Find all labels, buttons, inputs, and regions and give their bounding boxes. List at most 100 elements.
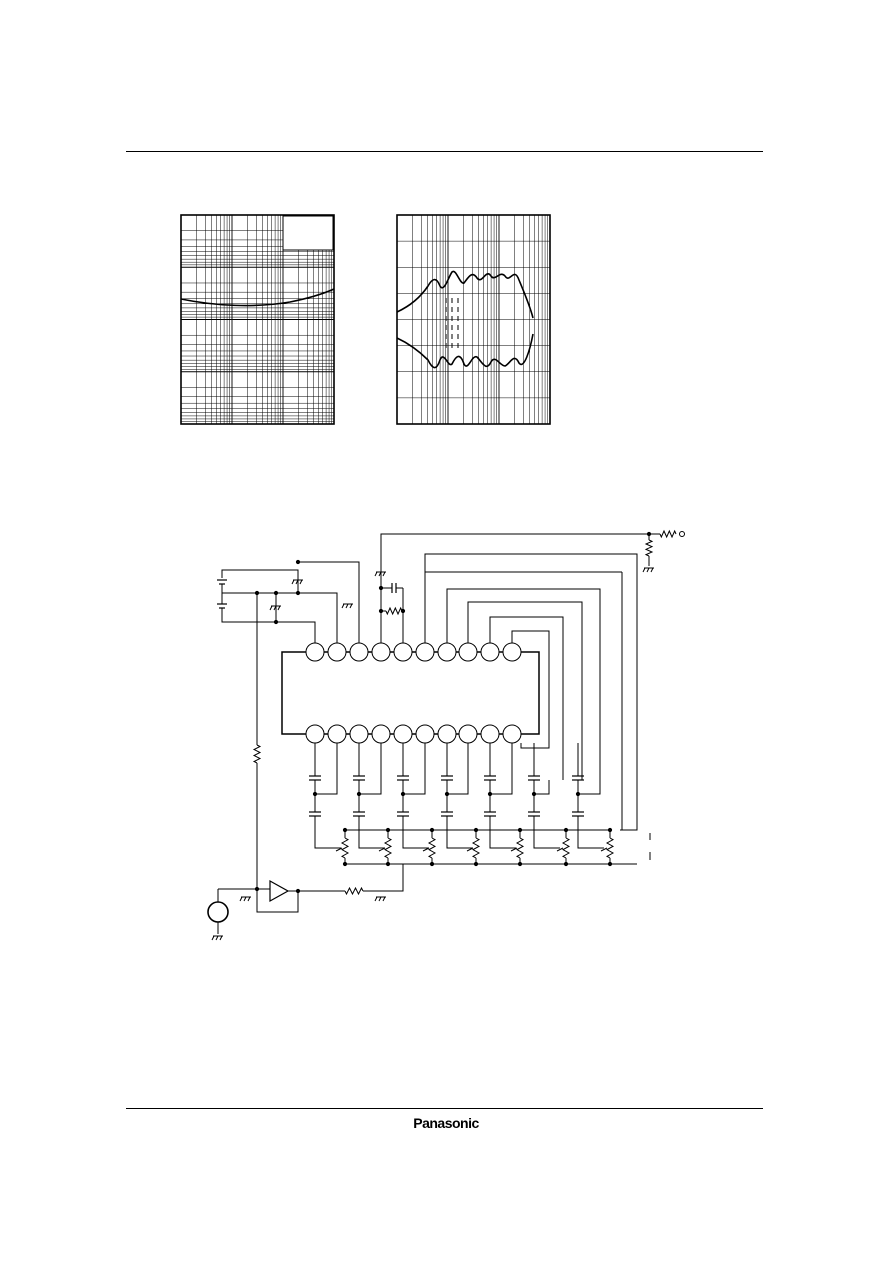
wire (359, 743, 382, 795)
ic-pin-top (415, 642, 435, 662)
ground-symbol (247, 896, 251, 902)
header-rule (126, 151, 763, 152)
resistor (659, 529, 677, 539)
wire (221, 569, 299, 592)
ic-pin-bottom (393, 724, 413, 744)
ic-pin-bottom (480, 724, 500, 744)
ic-pin-top (349, 642, 369, 662)
response-curve-upper (396, 270, 534, 319)
wire (221, 608, 316, 643)
ic-body (281, 651, 540, 735)
wire (358, 816, 385, 849)
ground-symbol (374, 896, 378, 902)
wire (577, 816, 604, 849)
ground-symbol (642, 567, 646, 573)
potentiometer (561, 837, 571, 859)
signal-source (207, 901, 229, 923)
junction-dot (378, 585, 384, 591)
resistor (344, 886, 364, 896)
ic-pin-top (393, 642, 413, 662)
output-terminal (679, 531, 685, 537)
wire (446, 588, 601, 780)
ground-symbol (378, 896, 382, 902)
potentiometer-wiper (378, 847, 386, 852)
ground-symbol (277, 605, 281, 611)
ground-symbol (295, 579, 299, 585)
ground-symbol (243, 896, 247, 902)
ground-symbol (650, 567, 654, 573)
graph-grid (397, 215, 550, 424)
potentiometer (340, 837, 350, 859)
ground-symbol (646, 567, 650, 573)
ground-symbol (382, 571, 386, 577)
potentiometer (605, 837, 615, 859)
resistor (385, 606, 403, 616)
potentiometer-wiper (556, 847, 564, 852)
ic-pin-top (371, 642, 391, 662)
wire (534, 780, 550, 795)
ground-symbol (341, 603, 345, 609)
ground-symbol (269, 605, 273, 611)
junction-dot (295, 590, 301, 596)
junction-dot (378, 608, 384, 614)
potentiometer-wiper (466, 847, 474, 852)
ic-pin-bottom (502, 724, 522, 744)
ground-symbol (382, 896, 386, 902)
ic-pin-bottom (349, 724, 369, 744)
ground-symbol (345, 603, 349, 609)
ic-pin-top (437, 642, 457, 662)
wire (380, 533, 660, 643)
wire (490, 743, 513, 795)
wire (403, 743, 426, 795)
junction-dot (400, 608, 406, 614)
panasonic-logo: Panasonic (413, 1115, 479, 1131)
ic-pin-top (305, 642, 325, 662)
wire (314, 816, 341, 849)
wire (402, 816, 429, 849)
response-curve-lower (396, 333, 534, 369)
op-amp (269, 879, 290, 903)
ic-pin-top (327, 642, 347, 662)
footer-rule (126, 1108, 763, 1109)
wire (578, 780, 601, 795)
wire (315, 743, 338, 795)
junction-dot (273, 619, 279, 625)
junction-dot (295, 559, 301, 565)
ic-pin-bottom (458, 724, 478, 744)
resistor (644, 539, 654, 557)
ic-pin-bottom (437, 724, 457, 744)
ground-symbol (374, 571, 378, 577)
wire (256, 889, 299, 913)
wire (447, 743, 469, 795)
wire (489, 616, 564, 780)
potentiometer (427, 837, 437, 859)
wire (511, 630, 550, 749)
wire (533, 816, 560, 849)
ground-symbol (219, 935, 223, 941)
ic-pin-top (502, 642, 522, 662)
ground-symbol (349, 603, 353, 609)
ground-symbol (291, 579, 295, 585)
ground-symbol (299, 579, 303, 585)
frequency-response-graph-right (396, 214, 551, 425)
potentiometer-wiper (422, 847, 430, 852)
ic-pin-top (458, 642, 478, 662)
graph-grid (181, 215, 334, 424)
ic-pin-bottom (327, 724, 347, 744)
potentiometer-wiper (335, 847, 343, 852)
junction-dot (646, 531, 652, 537)
ground-symbol (239, 896, 243, 902)
potentiometer-wiper (600, 847, 608, 852)
wire (467, 601, 583, 780)
graph-legend-box (282, 215, 334, 251)
potentiometer (383, 837, 393, 859)
ic-pin-bottom (371, 724, 391, 744)
ic-pin-bottom (305, 724, 325, 744)
junction-dot (295, 888, 301, 894)
ic-pin-top (480, 642, 500, 662)
wire (424, 553, 638, 831)
ground-symbol (215, 935, 219, 941)
resistor (252, 744, 262, 764)
potentiometer-wiper (510, 847, 518, 852)
